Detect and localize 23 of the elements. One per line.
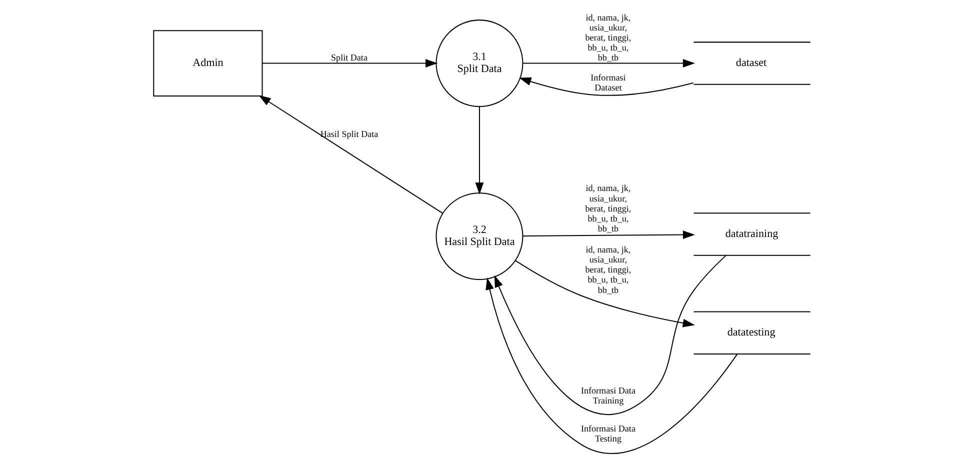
arrow xyxy=(514,260,694,327)
arrow xyxy=(485,277,738,454)
node-text: datatraining xyxy=(724,228,778,240)
node-circle: 3.1 Split Data xyxy=(435,19,523,107)
edge-label: Informasi Data Training xyxy=(580,384,635,405)
edge-label: Informasi Dataset xyxy=(590,72,626,92)
node-circle: 3.2 Hasil Split Data xyxy=(435,192,523,280)
node-text: datatesting xyxy=(726,326,775,338)
arrow xyxy=(258,94,443,214)
node-box: Admin xyxy=(152,30,262,96)
arrow xyxy=(262,58,438,68)
arrow xyxy=(474,106,484,194)
edge-label: id, nama, jk, usia_ukur, berat, tinggi, bb_u, tb_u, bb_tb xyxy=(584,12,631,62)
node-text: dataset xyxy=(735,56,766,69)
edge-label: Informasi Data Testing xyxy=(580,423,635,444)
edge-label: id, nama, jk, usia_ukur, berat, tinggi, bb_u, tb_u, bb_tb xyxy=(584,182,631,233)
arrow xyxy=(494,254,726,414)
edge-label: Hasil Split Data xyxy=(320,128,378,138)
arrow xyxy=(518,76,693,96)
arrow xyxy=(522,230,694,238)
arrow xyxy=(522,58,694,68)
edge-label: Split Data xyxy=(330,52,367,62)
edge-label: id, nama, jk, usia_ukur, berat, tinggi, bb_u, tb_u, bb_tb xyxy=(584,244,631,294)
